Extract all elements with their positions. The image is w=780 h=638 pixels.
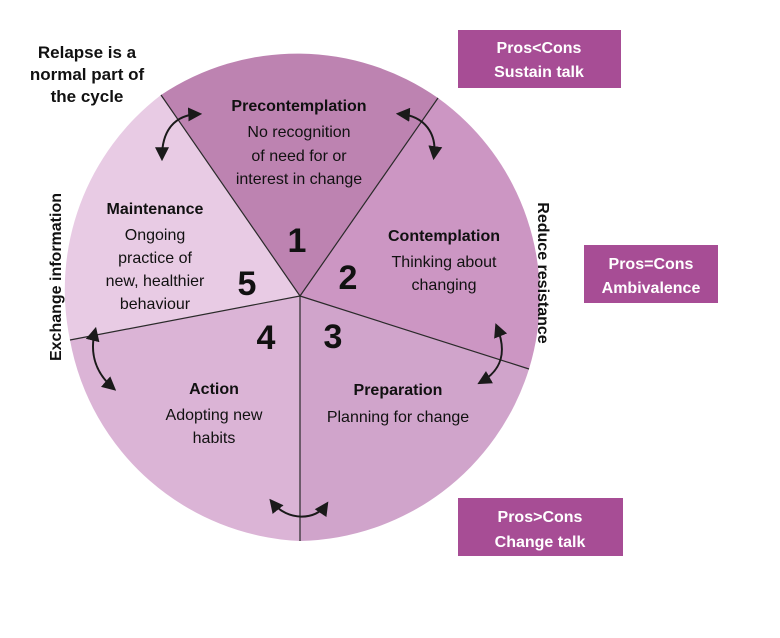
relapse-note-line: Relapse is a	[38, 43, 137, 62]
stage-title: Contemplation	[388, 228, 500, 245]
box-background	[584, 245, 718, 303]
arrow-action-maintenance-icon	[85, 326, 117, 391]
stage-description-line: No recognition	[247, 124, 350, 141]
stage-description-line: interest in change	[236, 171, 362, 188]
box-change-talk: Pros>Cons Change talk	[458, 498, 623, 556]
arrow-maintenance-precontemplation-icon	[155, 107, 203, 162]
relapse-note-line: the cycle	[51, 87, 124, 106]
stage-description-line: Adopting new	[166, 407, 263, 424]
box-sustain-talk: Pros<Cons Sustain talk	[458, 30, 621, 88]
box-line: Pros=Cons	[609, 256, 694, 273]
stage-description-line: behaviour	[120, 296, 191, 313]
stage-description-line: Ongoing	[125, 227, 186, 244]
box-line: Pros>Cons	[498, 509, 583, 526]
stage-number: 1	[288, 222, 307, 260]
stage-maintenance: Maintenance Ongoing practice of new, hea…	[106, 201, 257, 313]
stage-title: Precontemplation	[231, 98, 366, 115]
relapse-note: Relapse is a normal part of the cycle	[30, 43, 145, 106]
box-ambivalence: Pros=Cons Ambivalence	[584, 245, 718, 303]
stage-action: Action Adopting new habits 4	[166, 319, 276, 447]
stage-contemplation: Contemplation Thinking about changing 2	[339, 228, 500, 297]
side-label-reduce-resistance: Reduce resistance	[534, 202, 551, 344]
stage-description-line: of need for or	[251, 148, 347, 165]
box-line: Pros<Cons	[497, 40, 582, 57]
stage-title: Action	[189, 381, 239, 398]
box-line: Sustain talk	[494, 64, 584, 81]
stage-title: Preparation	[354, 382, 443, 399]
cycle-wheel	[64, 53, 540, 541]
arrow-preparation-action-icon	[269, 498, 329, 518]
stage-precontemplation: Precontemplation No recognition of need …	[231, 98, 366, 260]
transition-arrows	[85, 107, 508, 518]
stage-preparation: Preparation Planning for change 3	[324, 318, 470, 426]
wedge-precontemplation	[161, 53, 438, 296]
stage-number: 5	[238, 265, 257, 303]
stage-description-line: habits	[193, 430, 236, 447]
wedge-preparation	[300, 296, 529, 541]
stage-number: 4	[257, 319, 276, 357]
stage-title: Maintenance	[107, 201, 204, 218]
stage-description-line: new, healthier	[106, 273, 205, 290]
stage-description-line: Thinking about	[392, 254, 498, 271]
arrow-precontemplation-contemplation-icon	[395, 107, 443, 161]
relapse-note-line: normal part of	[30, 65, 145, 84]
stage-description-line: changing	[412, 277, 477, 294]
wedge-maintenance	[64, 95, 300, 340]
stage-description-line: practice of	[118, 250, 192, 267]
side-label-exchange-information: Exchange information	[48, 193, 65, 361]
wedge-contemplation	[300, 98, 540, 369]
box-background	[458, 30, 621, 88]
wedge-action	[70, 296, 300, 541]
box-line: Change talk	[495, 534, 586, 551]
box-line: Ambivalence	[602, 280, 701, 297]
stage-number: 3	[324, 318, 343, 356]
stage-description-line: Planning for change	[327, 409, 469, 426]
box-background	[458, 498, 623, 556]
stage-number: 2	[339, 259, 358, 297]
arrow-contemplation-preparation-icon	[477, 323, 508, 385]
